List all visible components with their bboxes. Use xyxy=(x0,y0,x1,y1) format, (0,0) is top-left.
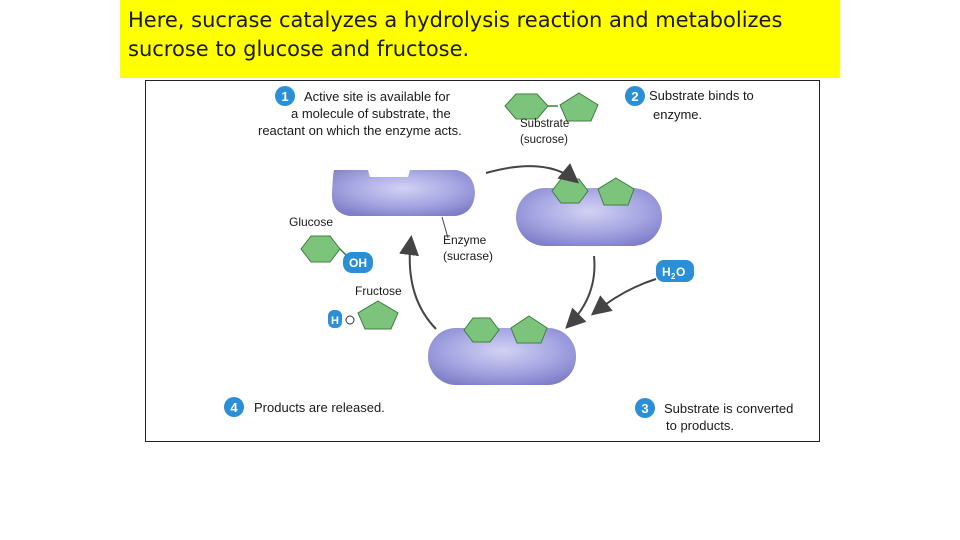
step-1-line-2: a molecule of substrate, the xyxy=(291,106,451,121)
step-1: 1 Active site is available for a molecul… xyxy=(258,86,462,138)
step-2-line-2: enzyme. xyxy=(653,107,702,122)
step-1-line-1: Active site is available for xyxy=(304,89,451,104)
enzyme-active-site-empty xyxy=(331,170,475,216)
oh-group xyxy=(343,252,373,273)
step-1-badge xyxy=(275,86,295,106)
step-3-line-1: Substrate is converted xyxy=(664,401,793,416)
h-atom xyxy=(328,310,342,328)
step-3-line-2: to products. xyxy=(666,418,734,433)
step-4-line-1: Products are released. xyxy=(254,400,385,415)
oxygen-atom xyxy=(345,315,355,325)
banner-line-1: Here, sucrase catalyzes a hydrolysis rea… xyxy=(128,8,783,32)
water-molecule: H 2 O xyxy=(656,260,694,282)
substrate-sublabel: (sucrose) xyxy=(520,134,568,146)
enzyme-pointer xyxy=(441,216,449,239)
enzyme-sublabel: (sucrase) xyxy=(443,249,493,263)
fructose-label: Fructose xyxy=(355,284,402,298)
enzyme-bound xyxy=(516,188,662,246)
enzyme-label: Enzyme xyxy=(443,233,487,247)
substrate-hexagon-glucose xyxy=(504,93,549,120)
fructose-product: Fructose H xyxy=(328,284,402,330)
step-4-number: 4 xyxy=(230,400,238,415)
enzyme-substrate-complex xyxy=(516,177,662,246)
h-label: H xyxy=(331,315,339,327)
glucose-label: Glucose xyxy=(289,215,333,229)
enzyme-cycle-figure: 1 Active site is available for a molecul… xyxy=(145,80,820,442)
step-2: 2 Substrate binds to enzyme. xyxy=(625,86,754,122)
step-4-badge xyxy=(224,397,244,417)
title-banner: Here, sucrase catalyzes a hydrolysis rea… xyxy=(120,0,840,78)
enzyme-products xyxy=(428,328,576,385)
step-3: 3 Substrate is converted to products. xyxy=(635,398,793,433)
step-2-badge xyxy=(625,86,645,106)
banner-line-2: sucrose to glucose and fructose. xyxy=(128,37,470,61)
enzyme-products-complex xyxy=(428,315,576,385)
enzyme-cycle-diagram: 1 Active site is available for a molecul… xyxy=(224,86,793,433)
arrow-to-step-4 xyxy=(399,235,437,330)
glucose-product: Glucose OH xyxy=(289,215,373,273)
water-o: O xyxy=(676,265,685,279)
step-1-line-3: reactant on which the enzyme acts. xyxy=(258,123,462,138)
arrow-to-step-3 xyxy=(565,255,596,329)
step-1-number: 1 xyxy=(281,89,288,104)
banner-text: Here, sucrase catalyzes a hydrolysis rea… xyxy=(128,6,828,64)
arrow-to-step-2 xyxy=(485,163,580,184)
step-2-line-1: Substrate binds to xyxy=(649,88,754,103)
step-4: 4 Products are released. xyxy=(224,397,385,417)
step-3-number: 3 xyxy=(641,401,648,416)
substrate-molecule: Substrate (sucrose) xyxy=(504,92,599,146)
substrate-pentagon-fructose xyxy=(559,92,599,122)
step-3-badge xyxy=(635,398,655,418)
water-arrow xyxy=(590,278,657,316)
water-subscript: 2 xyxy=(671,272,676,281)
water-h: H xyxy=(662,265,671,279)
step-2-number: 2 xyxy=(631,89,638,104)
substrate-label: Substrate xyxy=(520,118,569,130)
oh-label: OH xyxy=(349,256,367,270)
